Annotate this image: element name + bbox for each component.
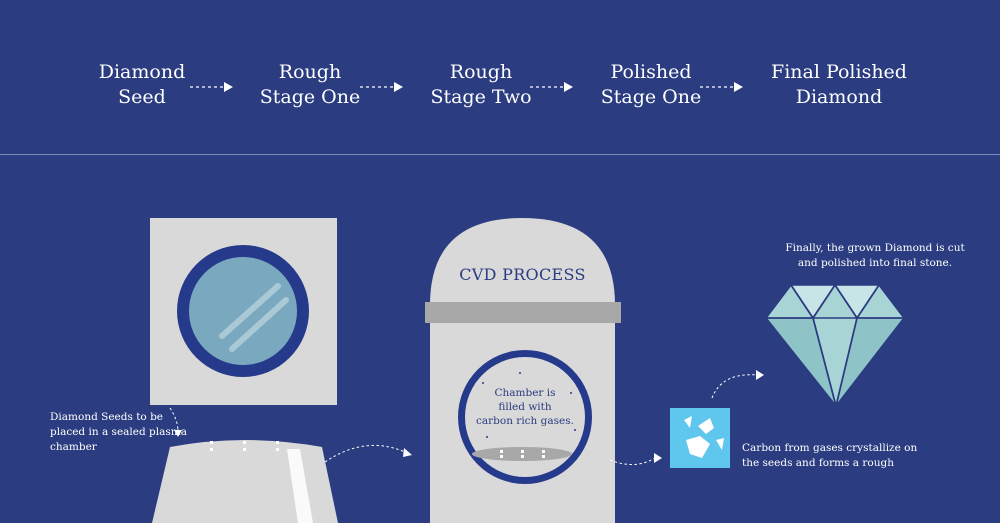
flow-arrowhead-4 <box>734 82 743 92</box>
chamber-arrowhead <box>403 448 412 457</box>
seed-arrowhead <box>174 430 182 437</box>
caption-final: Finally, the grown Diamond is cut and po… <box>785 242 965 269</box>
seed-dots <box>210 441 279 451</box>
chamber-base-highlight <box>287 449 313 523</box>
cvd-chamber-window-inner <box>465 357 585 477</box>
stage-rough-stage-two: Rough Stage Two <box>430 61 532 108</box>
rough-arrowhead <box>654 453 662 463</box>
rough-crystal-fragments-icon <box>684 416 724 458</box>
diamond-arrowhead <box>756 370 764 380</box>
stage-rough-stage-one: Rough Stage One <box>259 61 361 108</box>
seed-disc <box>189 257 297 365</box>
rough-arrow <box>609 457 656 465</box>
diamond-icon <box>765 284 905 407</box>
cvd-seed-dots <box>500 450 545 458</box>
flow-arrowhead-2 <box>394 82 403 92</box>
cvd-chamber-band <box>425 302 621 323</box>
section-divider <box>0 154 1000 155</box>
stage-polished-stage-one: Polished Stage One <box>600 61 702 108</box>
flow-arrowhead-1 <box>224 82 233 92</box>
seed-glare-icon <box>219 283 289 352</box>
chamber-inner-text: Chamber is filled with carbon rich gases… <box>476 387 574 427</box>
flow-arrowhead-3 <box>564 82 573 92</box>
stage-diamond-seed: Diamond Seed <box>98 61 186 108</box>
chamber-arrow <box>324 444 406 463</box>
stage-final-polished-diamond: Final Polished Diamond <box>771 61 907 108</box>
seed-arrow <box>169 407 179 433</box>
caption-crystallize: Carbon from gases crystallize on the see… <box>742 442 918 469</box>
caption-seed: Diamond Seeds to be placed in a sealed p… <box>50 411 187 453</box>
diamond-arrow <box>711 374 759 399</box>
gas-particles <box>482 372 576 438</box>
chamber-title: CVD PROCESS <box>459 265 586 284</box>
cvd-chamber-platform <box>472 447 572 461</box>
flow-arrowheads <box>224 82 743 92</box>
